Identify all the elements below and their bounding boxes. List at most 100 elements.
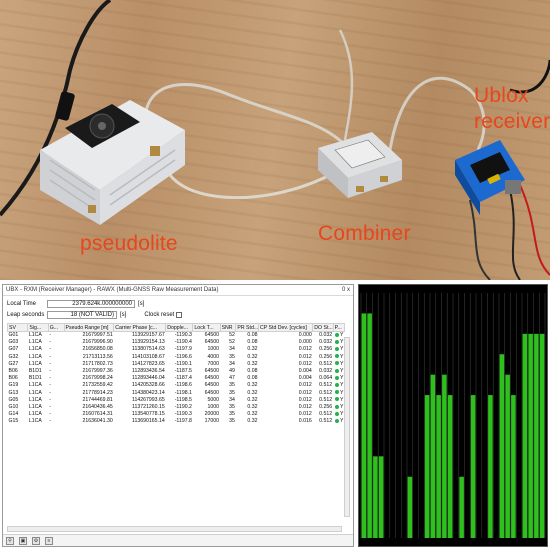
signal-bar (424, 395, 430, 538)
settings-icon[interactable]: ⚙ (32, 536, 40, 545)
table-cell: 34 (229, 396, 235, 403)
table-cell: L1CA (28, 339, 42, 346)
column-header[interactable]: Sig... (27, 323, 49, 332)
table-cell: - (49, 389, 51, 396)
table-cell: L1CA (28, 382, 42, 389)
signal-bar (459, 476, 464, 538)
table-cell: B06 (8, 375, 18, 382)
column-header[interactable]: SV (6, 323, 29, 332)
local-time-label: Local Time (7, 300, 37, 307)
column-header[interactable]: Pseudo Range [m] (63, 323, 115, 332)
column-header[interactable]: G... (47, 323, 65, 332)
horizontal-scrollbar[interactable] (7, 526, 342, 532)
table-cell: Y (340, 382, 344, 389)
column-header[interactable]: Dopple... (165, 323, 194, 332)
table-cell-wrap: Y (333, 346, 344, 353)
table-cell: -1190.4 (174, 339, 192, 346)
table-cell: 17000 (204, 418, 220, 425)
table-cell: G13 (8, 389, 19, 396)
window-title: UBX - RXM (Receiver Manager) - RAWX (Mul… (6, 287, 219, 293)
table-cell: 0.032 (319, 332, 333, 339)
vertical-scrollbar[interactable] (344, 337, 350, 517)
table-cell: 0.512 (319, 360, 333, 367)
table-cell: B06 (8, 368, 18, 375)
clock-reset-checkbox[interactable] (176, 311, 183, 318)
table-cell: 21744469.81 (82, 396, 113, 403)
table-cell: 0.000 (298, 339, 312, 346)
table-cell: - (49, 375, 51, 382)
table-cell-wrap: Y (333, 360, 344, 367)
table-cell: 21656850.08 (82, 346, 113, 353)
table-cell: -1187.5 (174, 368, 192, 375)
column-header[interactable]: DO St... (312, 323, 334, 332)
table-cell: Y (340, 375, 344, 382)
pin-icon[interactable]: ⚲ (6, 536, 14, 545)
table-cell: 64500 (204, 368, 220, 375)
column-header[interactable]: P... (332, 323, 346, 332)
table-cell: 0.256 (319, 346, 333, 353)
table-cell: 0.32 (247, 382, 258, 389)
signal-bar (430, 374, 436, 538)
table-cell: 112893446.04 (131, 375, 165, 382)
table-cell: L1CA (28, 389, 42, 396)
table-cell: 0.000 (298, 332, 312, 339)
table-cell: Y (340, 403, 344, 410)
table-cell: 114127823.65 (131, 360, 165, 367)
table-cell: 21679996.90 (82, 339, 113, 346)
table-cell: 0.08 (247, 368, 258, 375)
table-cell: 0.256 (319, 353, 333, 360)
signal-bar (522, 333, 528, 538)
status-dot-icon (335, 390, 340, 395)
table-cell: -1198.1 (174, 389, 192, 396)
table-cell-wrap: Y (333, 367, 344, 374)
snapshot-icon[interactable]: ▣ (19, 536, 27, 545)
table-cell: 0.512 (319, 389, 333, 396)
column-header[interactable]: CP Std Dev. [cycles] (257, 323, 314, 332)
table-cell: Y (340, 396, 344, 403)
column-header[interactable]: Carrier Phase [c... (113, 323, 167, 332)
table-cell: 21679997.36 (82, 368, 113, 375)
table-cell-wrap: Y (333, 411, 344, 418)
window-toolbar: ⚲ ▣ ⚙ ≡ (3, 534, 353, 546)
table-cell: 113540778.15 (131, 411, 165, 418)
table-cell: -1198.5 (174, 396, 192, 403)
table-cell: 0.012 (298, 360, 312, 367)
ublox-receiver-device (455, 140, 525, 215)
signal-bar (373, 456, 378, 538)
column-header[interactable]: Lock T... (192, 323, 221, 332)
table-cell: 0.064 (319, 375, 333, 382)
table-cell: L1CA (28, 411, 42, 418)
status-dot-icon (335, 411, 340, 416)
list-icon[interactable]: ≡ (45, 536, 53, 545)
table-cell: 1000 (207, 346, 220, 353)
column-header[interactable]: SNR (219, 323, 237, 332)
leap-seconds-row: Leap seconds 18 (NOT VALID) [s] Clock re… (3, 309, 353, 320)
column-header[interactable]: PR Std... (235, 323, 259, 332)
leap-seconds-unit: [s] (120, 311, 127, 318)
table-cell: -1198.6 (174, 382, 192, 389)
table-cell: 0.32 (247, 353, 258, 360)
close-icon[interactable]: 0 x (341, 287, 350, 293)
table-cell: 0.012 (298, 411, 312, 418)
table-cell: 52 (229, 339, 235, 346)
signal-bar (367, 313, 372, 538)
table-cell: -1190.1 (174, 360, 192, 367)
table-cell: 0.004 (298, 375, 312, 382)
table-cell: Y (340, 389, 344, 396)
signal-bar (539, 333, 545, 538)
table-cell: 35 (229, 403, 235, 410)
table-cell: L1CA (28, 353, 42, 360)
